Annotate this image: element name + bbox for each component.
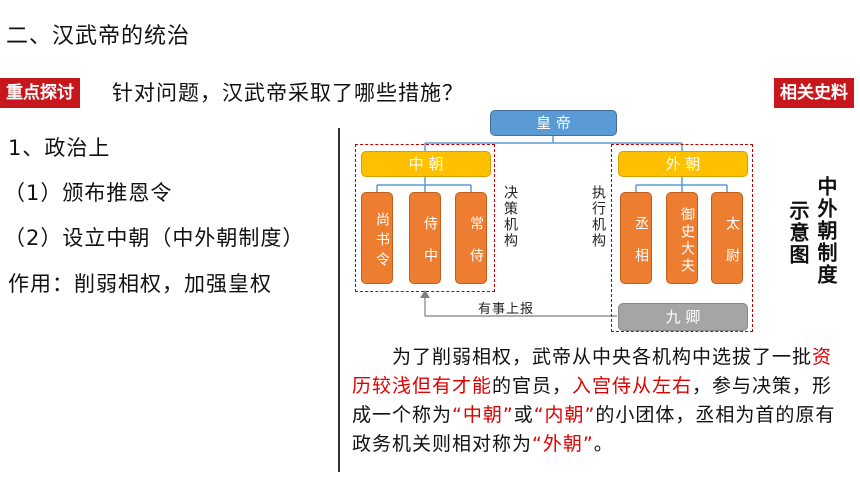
outer-court-box: 外 朝	[618, 151, 748, 177]
outer-court-dashed-frame	[611, 144, 753, 332]
para-text-2: 的官员，	[492, 375, 573, 397]
explanation-paragraph: 为了削弱相权，武帝从中央各机构中选拔了一批资历较浅但有才能的官员，入宫侍从左右，…	[352, 343, 842, 459]
discussion-tag: 重点探讨	[0, 78, 80, 108]
report-label: 有事上报	[478, 302, 535, 317]
para-highlight-5: “外朝”	[532, 433, 594, 455]
page-title: 二、汉武帝的统治	[6, 24, 191, 49]
post-shizhong: 侍中	[409, 192, 441, 284]
vertical-divider	[338, 128, 340, 472]
para-text-4: 或	[513, 404, 534, 426]
inner-function-label: 决策机构	[502, 185, 518, 249]
diagram-caption-left: 示意图	[786, 200, 810, 266]
para-text-5: 的小团体，丞相为首的原有政务机关则相对称为	[352, 404, 836, 455]
point-tuien-decree: （1）颁布推恩令	[4, 181, 173, 205]
para-text-6: 。	[593, 433, 614, 455]
diagram-caption-right: 中外朝制度	[814, 176, 838, 286]
para-highlight-4: “内朝”	[533, 404, 596, 426]
point-politics: 1、政治上	[8, 136, 111, 160]
para-text-3: ，参与决策，形成一个称为	[352, 375, 833, 426]
nine-ministers-box: 九 卿	[618, 303, 748, 331]
para-highlight-1: 资历较浅但有才能	[352, 346, 833, 397]
para-highlight-2: 入宫侍从左右	[572, 375, 693, 397]
point-effect: 作用：削弱相权，加强皇权	[8, 272, 272, 296]
point-inner-court: （2）设立中朝（中外朝制度）	[4, 226, 305, 250]
question-text: 针对问题，汉武帝采取了哪些措施？	[112, 81, 464, 105]
post-taiwei: 太尉	[711, 192, 743, 284]
materials-tag: 相关史料	[774, 78, 854, 108]
para-text-1: 为了削弱相权，武帝从中央各机构中选拔了一批	[392, 346, 813, 368]
post-shangshuling: 尚书令	[361, 192, 393, 284]
post-chengxiang: 丞相	[620, 192, 652, 284]
para-highlight-3: “中朝”	[452, 404, 514, 426]
post-yushidafu: 御史大夫	[666, 192, 698, 284]
inner-court-dashed-frame	[355, 144, 495, 292]
post-changshi: 常侍	[455, 192, 487, 284]
outer-function-label: 执行机构	[590, 185, 606, 249]
emperor-box: 皇 帝	[490, 110, 617, 136]
inner-court-box: 中 朝	[361, 151, 491, 177]
